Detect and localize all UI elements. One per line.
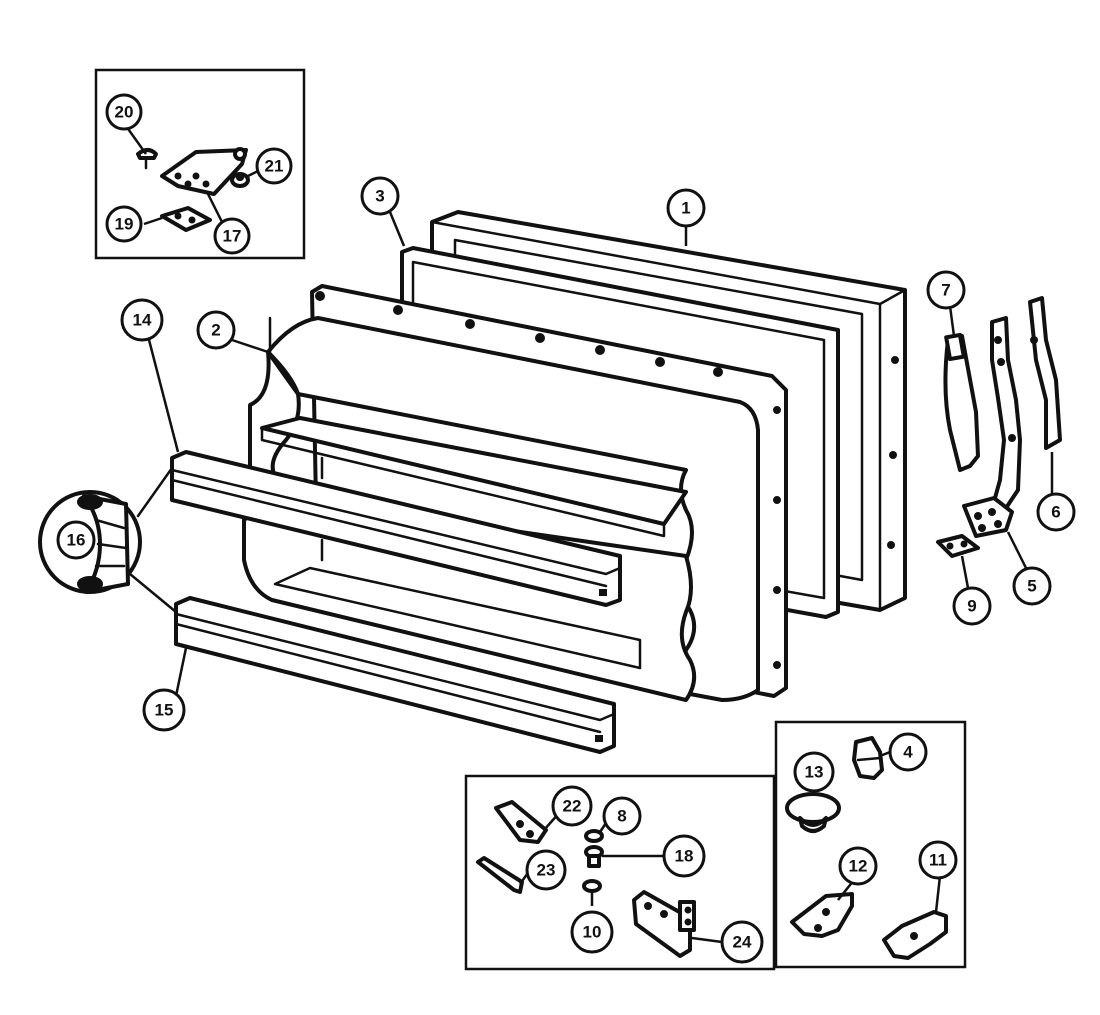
callout-label: 2 — [211, 321, 220, 340]
callout-label: 6 — [1051, 503, 1060, 522]
hinge-spacer-plate — [160, 206, 212, 232]
hinge-pin-screw — [136, 148, 158, 170]
callout-23: 23 — [525, 849, 567, 891]
callout-16: 16 — [56, 520, 96, 560]
callout-label: 3 — [375, 187, 384, 206]
callout-22: 22 — [551, 785, 593, 827]
callout-label: 4 — [903, 743, 913, 762]
callout-label: 22 — [563, 797, 582, 816]
callout-label: 10 — [583, 923, 602, 942]
callout-9: 9 — [952, 586, 992, 626]
callout-label: 19 — [115, 215, 134, 234]
callout-10: 10 — [570, 910, 614, 954]
upper-hinge-strap — [943, 332, 980, 472]
callout-12: 12 — [838, 846, 878, 886]
upper-shelf-bar — [170, 450, 622, 607]
callout-label: 14 — [133, 311, 152, 330]
callout-24: 24 — [720, 920, 764, 964]
hinge-bracket-plate — [494, 800, 548, 844]
callout-20: 20 — [105, 93, 143, 131]
hinge-cover-strap — [1028, 296, 1062, 450]
callout-1: 1 — [666, 188, 706, 228]
callout-7: 7 — [926, 270, 966, 310]
callout-2: 2 — [196, 310, 236, 350]
callout-14: 14 — [120, 298, 164, 342]
callout-label: 17 — [223, 227, 242, 246]
door-stop-rod — [476, 856, 524, 894]
hinge-shim — [936, 534, 980, 558]
lower-shelf-bar — [174, 596, 616, 754]
hinge-inset-box — [94, 68, 306, 260]
callout-19: 19 — [105, 205, 143, 243]
callout-label: 18 — [675, 847, 694, 866]
button-cap — [785, 792, 841, 833]
callout-label: 15 — [155, 701, 174, 720]
callout-label: 16 — [67, 531, 86, 550]
callout-label: 1 — [681, 199, 690, 218]
hinge-bushing — [230, 172, 250, 188]
callout-label: 12 — [849, 857, 868, 876]
inner-door-liner — [242, 284, 788, 702]
callout-label: 20 — [115, 103, 134, 122]
handle-plug — [852, 736, 884, 780]
callout-13: 13 — [793, 751, 835, 793]
callout-label: 9 — [967, 597, 976, 616]
bottom-hinge-bracket — [632, 890, 696, 958]
callout-21: 21 — [255, 147, 293, 185]
callout-11: 11 — [918, 840, 958, 880]
callout-label: 11 — [929, 851, 947, 870]
callout-label: 13 — [805, 763, 824, 782]
callout-label: 7 — [941, 281, 950, 300]
washer-8 — [584, 829, 604, 843]
callout-label: 24 — [733, 933, 752, 952]
washer-10 — [582, 879, 602, 893]
callout-3: 3 — [360, 176, 400, 216]
callout-label: 5 — [1027, 577, 1036, 596]
hinge-bracket — [962, 316, 1022, 538]
hinge-pin-18 — [584, 845, 604, 868]
trim-clip-11 — [882, 910, 948, 960]
trim-clip-12 — [790, 892, 854, 938]
callout-15: 15 — [142, 688, 186, 732]
callout-6: 6 — [1036, 492, 1076, 532]
callout-5: 5 — [1012, 566, 1052, 606]
callout-8: 8 — [602, 796, 642, 836]
hardware-inset-box — [464, 774, 776, 971]
callout-label: 21 — [265, 157, 284, 176]
top-hinge-plate — [160, 147, 248, 196]
callout-label: 8 — [617, 807, 626, 826]
callout-label: 23 — [537, 861, 556, 880]
callout-4: 4 — [888, 732, 928, 772]
callout-17: 17 — [213, 217, 251, 255]
clips-inset-box — [774, 720, 967, 969]
callout-18: 18 — [662, 834, 706, 878]
